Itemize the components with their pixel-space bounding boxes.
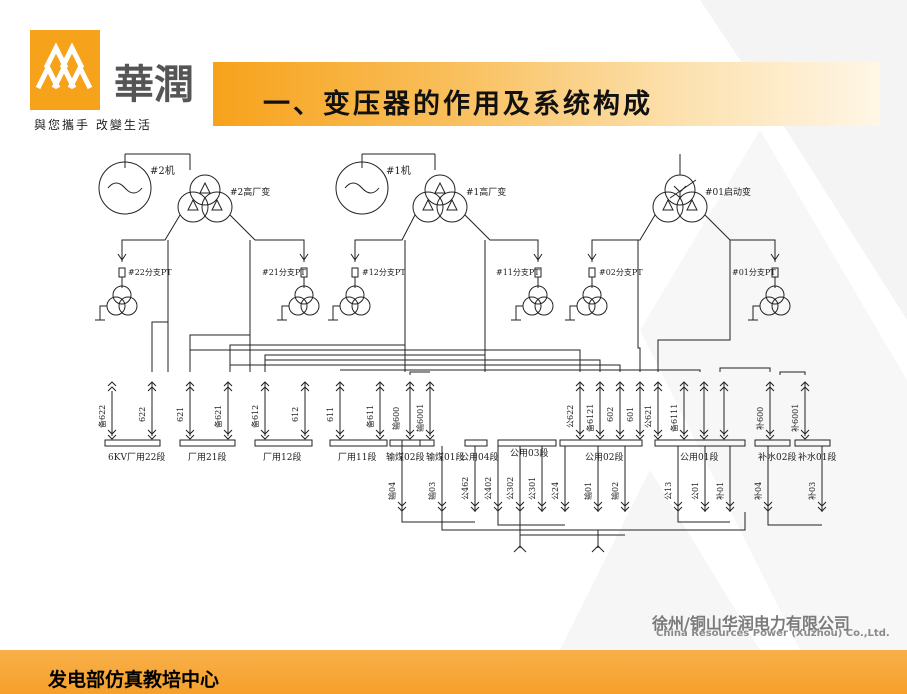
breaker-label: 公621 — [644, 405, 653, 428]
pt-label: #01分支PT — [732, 267, 776, 277]
feeder-label: 输02 — [610, 482, 620, 500]
company-name-cn: 徐州/铜山华润电力有限公司 — [652, 614, 850, 633]
feeder-label: 补03 — [807, 482, 817, 500]
feeder-label: 公01 — [691, 482, 700, 500]
generator-2: #2机 — [98, 153, 191, 215]
feeder-label: 公302 — [506, 477, 515, 500]
feeder-label: 公462 — [461, 477, 470, 500]
footer-department: 发电部仿真教培中心 — [48, 669, 220, 691]
bus-label: 厂用21段 — [188, 451, 226, 463]
breaker-label: 611 — [326, 407, 335, 422]
generator-label: #2机 — [150, 164, 175, 177]
transformer-2: #2高厂变 — [177, 174, 270, 223]
tie-lines — [151, 240, 806, 375]
bus-label: 输煤01段 — [426, 451, 464, 463]
breaker-label: 备612 — [250, 405, 260, 428]
pt-label: #22分支PT — [128, 267, 172, 277]
feeder-label: 公13 — [664, 482, 673, 500]
feeder-label: 补01 — [715, 482, 725, 500]
pt-11: #11分支PT — [496, 253, 554, 321]
transformer-label: #2高厂变 — [230, 186, 270, 198]
breaker-labels: 备622 622 621 备621 备612 612 611 备611 输600… — [97, 404, 800, 432]
feeder-label: 输04 — [387, 482, 397, 500]
generator-1: #1机 — [335, 153, 436, 215]
transformer-label: #1高厂变 — [466, 186, 506, 198]
breaker-label: 备622 — [97, 405, 107, 428]
pt-12: #12分支PT — [328, 253, 406, 321]
breaker-label: 备6121 — [585, 404, 595, 432]
electrical-schematic: #2机 #1机 #2高厂变 #1高厂变 #01启动变 — [95, 153, 836, 553]
bus-label: 公用02段 — [585, 451, 623, 463]
breaker-label: 621 — [176, 407, 185, 422]
pt-label: #11分支PT — [496, 267, 540, 277]
company-name-en: China Resources Power (Xuzhou) Co.,Ltd. — [656, 628, 890, 639]
transformer-01-startup: #01启动变 — [652, 154, 751, 223]
bus-label: 补水01段 — [798, 451, 836, 463]
feeder-label: 输01 — [583, 482, 593, 500]
feeder-label: 补04 — [753, 482, 763, 500]
pt-label: #12分支PT — [362, 267, 406, 277]
breaker-label: 备621 — [213, 405, 223, 428]
pt-01: #01分支PT — [732, 253, 791, 321]
breaker-label: 612 — [291, 407, 300, 422]
logo-wordmark: 華潤 — [114, 61, 194, 108]
bus-label: 公用04段 — [460, 451, 498, 463]
breaker-label: 602 — [606, 407, 615, 422]
pt-22: #22分支PT — [95, 253, 172, 321]
breaker-label: 补6001 — [790, 404, 800, 432]
logo-slogan: 與您攜手 改變生活 — [34, 118, 152, 132]
breaker-drops — [107, 381, 810, 440]
breaker-label: 622 — [138, 407, 147, 422]
breaker-label: 备611 — [365, 405, 375, 428]
pt-branches: #22分支PT #21分支PT #12分支PT #11分支PT — [95, 253, 791, 321]
generator-label: #1机 — [386, 164, 411, 177]
breaker-label: 输6001 — [415, 404, 425, 432]
bus-label: 公用01段 — [680, 451, 718, 463]
pt-label: #21分支PT — [262, 267, 306, 277]
bus-label: 厂用12段 — [263, 451, 301, 463]
transformer-label: #01启动变 — [705, 186, 751, 198]
bus-label: 公用03段 — [510, 447, 548, 459]
feeder-label: 输03 — [427, 482, 437, 500]
feeder-label: 公24 — [551, 482, 560, 500]
bus-label: 厂用11段 — [338, 451, 376, 463]
pt-02: #02分支PT — [565, 253, 643, 321]
feeder-label: 公301 — [528, 477, 537, 500]
bus-label: 输煤02段 — [386, 451, 424, 463]
transformer-1: #1高厂变 — [412, 174, 506, 223]
breaker-label: 补600 — [755, 407, 765, 430]
breaker-label: 输600 — [391, 407, 401, 430]
pt-21: #21分支PT — [262, 253, 320, 321]
bus-label: 补水02段 — [758, 451, 796, 463]
buses: 6KV厂用22段 厂用21段 厂用12段 厂用11段 输煤02段 输煤01段 公… — [104, 439, 836, 463]
breaker-label: 公622 — [566, 405, 575, 428]
breaker-label: 601 — [626, 407, 635, 422]
bus-label: 6KV厂用22段 — [108, 451, 165, 463]
feeder-label: 公402 — [484, 477, 493, 500]
breaker-label: 备6111 — [669, 404, 679, 432]
title-bar — [213, 62, 880, 126]
footer-bar — [0, 650, 907, 694]
page-title: 一、变压器的作用及系统构成 — [263, 89, 653, 120]
pt-label: #02分支PT — [599, 267, 643, 277]
company-logo: 華潤 — [30, 30, 194, 110]
lower-feeders: 输04 输03 公462 公402 公302 公301 公24 输01 输02 … — [387, 446, 827, 553]
